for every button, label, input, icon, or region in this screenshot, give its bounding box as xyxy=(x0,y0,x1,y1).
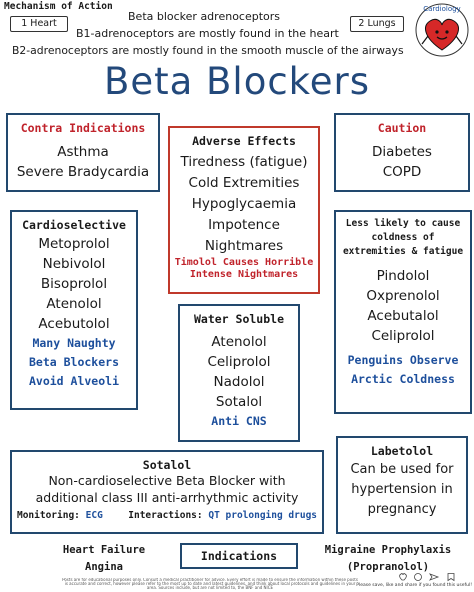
water-soluble-box: Water Soluble Atenolol Celiprolol Nadolo… xyxy=(178,304,300,442)
water-mnemonic: Anti CNS xyxy=(211,414,267,428)
coldness-item: Acebutalol xyxy=(367,308,439,324)
coldness-item: Celiprolol xyxy=(371,328,435,344)
water-item: Nadolol xyxy=(213,374,265,390)
coldness-item: Oxprenolol xyxy=(366,288,440,304)
adverse-effects-box: Adverse Effects Tiredness (fatigue) Cold… xyxy=(168,126,320,294)
adverse-item: Nightmares xyxy=(204,238,284,254)
labetolol-line: pregnancy xyxy=(367,502,437,517)
contra-item: Severe Bradycardia xyxy=(16,164,150,180)
interactions-label: Interactions: xyxy=(128,510,203,521)
adverse-mnemonic: Intense Nightmares xyxy=(189,269,299,280)
coldness-mnemonic: Arctic Coldness xyxy=(351,372,455,386)
indication-migraine: Migraine Prophylaxis xyxy=(324,544,452,556)
caution-box: Caution Diabetes COPD xyxy=(334,113,470,192)
save-icon xyxy=(447,573,455,582)
caution-item: COPD xyxy=(382,164,422,180)
labetolol-line: Can be used for xyxy=(350,462,454,477)
monitoring-label: Monitoring: xyxy=(16,510,80,521)
labetolol-line: hypertension in xyxy=(351,482,453,497)
cardioselective-mnemonic: Many Naughty xyxy=(32,336,116,350)
adverse-item: Impotence xyxy=(208,217,280,233)
share-icon xyxy=(428,573,440,581)
mechanism-line-2: B1-adrenoceptors are mostly found in the… xyxy=(76,27,339,40)
water-item: Atenolol xyxy=(211,334,267,350)
sotalol-monitoring-row: Monitoring: ECG Interactions: QT prolong… xyxy=(12,510,322,521)
footer-disclaimer: Posts are for educational purposes only.… xyxy=(62,578,358,590)
monitoring-value: ECG xyxy=(85,510,103,521)
coldness-heading: extremities & fatigue xyxy=(342,246,464,257)
cardioselective-item: Acebutolol xyxy=(38,316,110,332)
labetolol-heading: Labetolol xyxy=(370,444,434,458)
contra-heading: Contra Indications xyxy=(20,121,146,135)
sotalol-description: additional class III anti-arrhythmic act… xyxy=(35,490,299,505)
sotalol-box: Sotalol Non-cardioselective Beta Blocker… xyxy=(10,450,324,534)
cardioselective-box: Cardioselective Metoprolol Nebivolol Bis… xyxy=(10,210,138,410)
coldness-box: Less likely to cause coldness of extremi… xyxy=(334,210,472,414)
indication-propranolol: (Propranolol) xyxy=(346,561,430,573)
cardioselective-item: Bisoprolol xyxy=(40,276,108,292)
sotalol-heading: Sotalol xyxy=(142,458,192,472)
adverse-heading: Adverse Effects xyxy=(192,134,296,148)
contra-item: Asthma xyxy=(57,144,109,160)
cardioselective-item: Nebivolol xyxy=(42,256,106,272)
indication-angina: Angina xyxy=(85,561,123,573)
mechanism-label: Mechanism of Action xyxy=(4,1,113,12)
cardioselective-mnemonic: Beta Blockers xyxy=(28,355,119,369)
coldness-heading: coldness of xyxy=(371,232,435,243)
interactions-value: QT prolonging drugs xyxy=(208,510,318,521)
caution-heading: Caution xyxy=(377,121,427,135)
coldness-item: Pindolol xyxy=(376,268,430,284)
sotalol-description: Non-cardioselective Beta Blocker with xyxy=(48,473,286,488)
logo-text: Cardiology xyxy=(423,5,461,13)
cardioselective-mnemonic: Avoid Alveoli xyxy=(28,374,119,388)
caution-item: Diabetes xyxy=(372,144,432,160)
adverse-mnemonic: Timolol Causes Horrible xyxy=(174,257,314,268)
cardioselective-item: Atenolol xyxy=(46,296,102,312)
cardiology-logo: Cardiology xyxy=(414,2,470,60)
water-item: Sotalol xyxy=(215,394,263,410)
adverse-item: Cold Extremities xyxy=(188,175,300,191)
adverse-item: Tiredness (fatigue) xyxy=(180,154,308,170)
water-heading: Water Soluble xyxy=(193,312,284,326)
contra-indications-box: Contra Indications Asthma Severe Bradyca… xyxy=(6,113,160,192)
like-icon xyxy=(399,573,407,581)
footer-share-text: Please save, like and share if you found… xyxy=(356,583,472,588)
indications-label-box: Indications xyxy=(180,543,298,569)
adverse-item: Hypoglycaemia xyxy=(191,196,297,212)
indication-heart-failure: Heart Failure xyxy=(62,544,146,556)
labetolol-box: Labetolol Can be used for hypertension i… xyxy=(336,436,468,534)
coldness-mnemonic: Penguins Observe xyxy=(347,353,459,367)
page-title: Beta Blockers xyxy=(103,60,371,103)
lungs-pill: 2 Lungs xyxy=(350,16,404,32)
water-item: Celiprolol xyxy=(207,354,271,370)
heart-icon xyxy=(415,3,469,57)
cardioselective-heading: Cardioselective xyxy=(22,218,126,232)
comment-icon xyxy=(414,573,422,581)
footer-icons xyxy=(398,572,470,582)
mechanism-line-1: Beta blocker adrenoceptors xyxy=(128,10,281,23)
cardioselective-item: Metoprolol xyxy=(38,236,110,252)
heart-pill: 1 Heart xyxy=(10,16,68,32)
coldness-heading: Less likely to cause xyxy=(345,218,461,229)
mechanism-line-3: B2-adrenoceptors are mostly found in the… xyxy=(12,44,404,57)
